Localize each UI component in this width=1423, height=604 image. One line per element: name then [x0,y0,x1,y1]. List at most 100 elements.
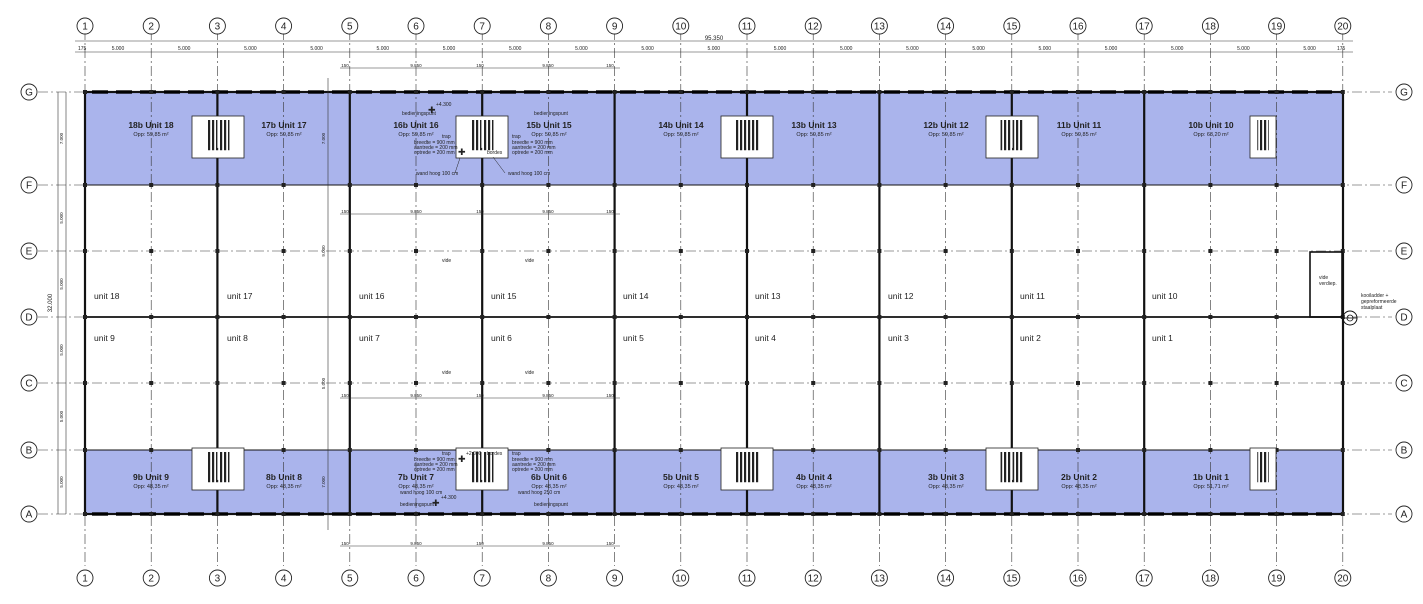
grid-bubble-label: D [25,313,32,324]
structural-column [612,315,617,319]
grid-bubble-circle [1395,374,1413,392]
dim-inner-vertical-label: 7.000 [321,132,326,144]
grid-bubble-circle [341,569,359,587]
unit-main-lower: unit 1 [1152,333,1173,343]
grid-bubble-circle [20,83,38,101]
structural-column [612,448,617,452]
grid-bubble-col-20: 20 [1334,569,1352,587]
structural-column [1009,381,1014,385]
unit-title-bottom: 8b Unit 8 [266,472,302,482]
grid-bubble-col-14: 14 [937,569,955,587]
dim-bay: 5.000 [178,46,191,52]
grid-bubble-circle [76,17,94,35]
structural-column [678,315,683,319]
grid-bubble-circle [804,569,822,587]
structural-column [347,381,352,385]
structural-column [943,183,948,187]
unit-title-bottom: 4b Unit 4 [796,472,832,482]
grid-bubble-circle [20,308,38,326]
grid-bubble-col-15: 15 [1003,17,1021,35]
structural-column [347,90,352,94]
grid-bubble-circle [1201,569,1219,587]
structural-column [149,249,154,253]
stair-1 [1249,447,1277,491]
ladder-enclosure [1309,251,1358,326]
dim-inner-small: 150 [606,541,614,546]
unit-title-bottom: 9b Unit 9 [133,472,169,482]
grid-bubble-label: A [26,510,33,521]
grid-bubble-col-17: 17 [1135,17,1153,35]
grid-bubble-col-16: 16 [1069,569,1087,587]
structural-column [811,249,816,253]
structural-column [811,183,816,187]
dim-inner-small: 150 [341,209,349,214]
structural-column [83,315,87,319]
grid-bubble-col-1: 1 [76,569,94,587]
dim-bay: 5.000 [840,46,853,52]
note-wand-top-left: wand hoog 100 cm [416,171,458,177]
dim-bay: 5.000 [1039,46,1052,52]
grid-bubble-col-4: 4 [275,569,293,587]
unit-title-top: 18b Unit 18 [128,120,174,130]
dim-inner-small: 150 [341,63,349,68]
grid-bubble-label: 1 [82,574,88,585]
grid-bubble-circle [539,569,557,587]
grid-bubble-col-5: 5 [341,569,359,587]
grid-bubble-col-3: 3 [208,17,226,35]
structural-column [1274,183,1279,187]
unit-title-top: 13b Unit 13 [791,120,837,130]
grid-bubble-col-18: 18 [1201,569,1219,587]
note-trap-breedte-top-2: breedte = 900 mm [512,140,553,146]
note-trap-breedte-bottom: breedte = 900 mm [414,457,455,463]
unit-title-bottom: 5b Unit 5 [663,472,699,482]
unit-main-upper: unit 13 [755,291,781,301]
unit-title-top: 15b Unit 15 [526,120,572,130]
grid-bubble-col-7: 7 [473,569,491,587]
grid-bubble-circle [1135,569,1153,587]
grid-bubble-circle [20,505,38,523]
structural-column [1340,448,1345,452]
dim-inner-small: 150 [606,393,614,398]
dim-bay: 5.000 [972,46,985,52]
unit-area-top: Opp: 59,85 m² [796,132,831,138]
structural-column [1076,381,1080,385]
structural-column [612,381,617,385]
note-wand-bottom-right: wand hoog 250 cm [518,490,560,496]
grid-bubble-label: 14 [940,574,952,585]
grid-bubble-label: 12 [808,574,820,585]
structural-column [811,381,816,385]
structural-column [215,381,220,385]
grid-bubble-circle [672,569,690,587]
structural-column [414,381,418,385]
structural-column [678,249,683,253]
stair-9-8 [191,447,245,491]
structural-column [678,512,683,516]
structural-column [1076,448,1080,452]
structural-column [149,90,154,94]
grid-bubble-circle [606,569,624,587]
structural-column [546,90,551,94]
structural-column [281,448,286,452]
grid-bubble-label: E [1401,247,1408,258]
grid-bubble-circle [937,569,955,587]
structural-column [678,381,683,385]
grid-bubble-row-A: A [20,505,38,523]
note-kooiladder-3: staalplaat [1361,305,1383,311]
grid-bubble-circle [738,17,756,35]
grid-bubble-label: 19 [1271,574,1283,585]
note-trap-bottom-2: trap [512,451,521,457]
structural-column [1076,249,1080,253]
structural-column [612,512,617,516]
grid-bubble-circle [937,17,955,35]
structural-column [546,315,551,319]
grid-bubble-circle [208,569,226,587]
dim-left-bay: 5.000 [59,410,64,422]
grid-bubble-label: 10 [675,574,687,585]
unit-main-upper: unit 10 [1152,291,1178,301]
structural-column [215,315,220,319]
structural-column [1142,448,1147,452]
grid-bubble-col-13: 13 [870,569,888,587]
grid-bubble-row-B: B [1395,441,1413,459]
grid-bubble-row-E: E [20,242,38,260]
